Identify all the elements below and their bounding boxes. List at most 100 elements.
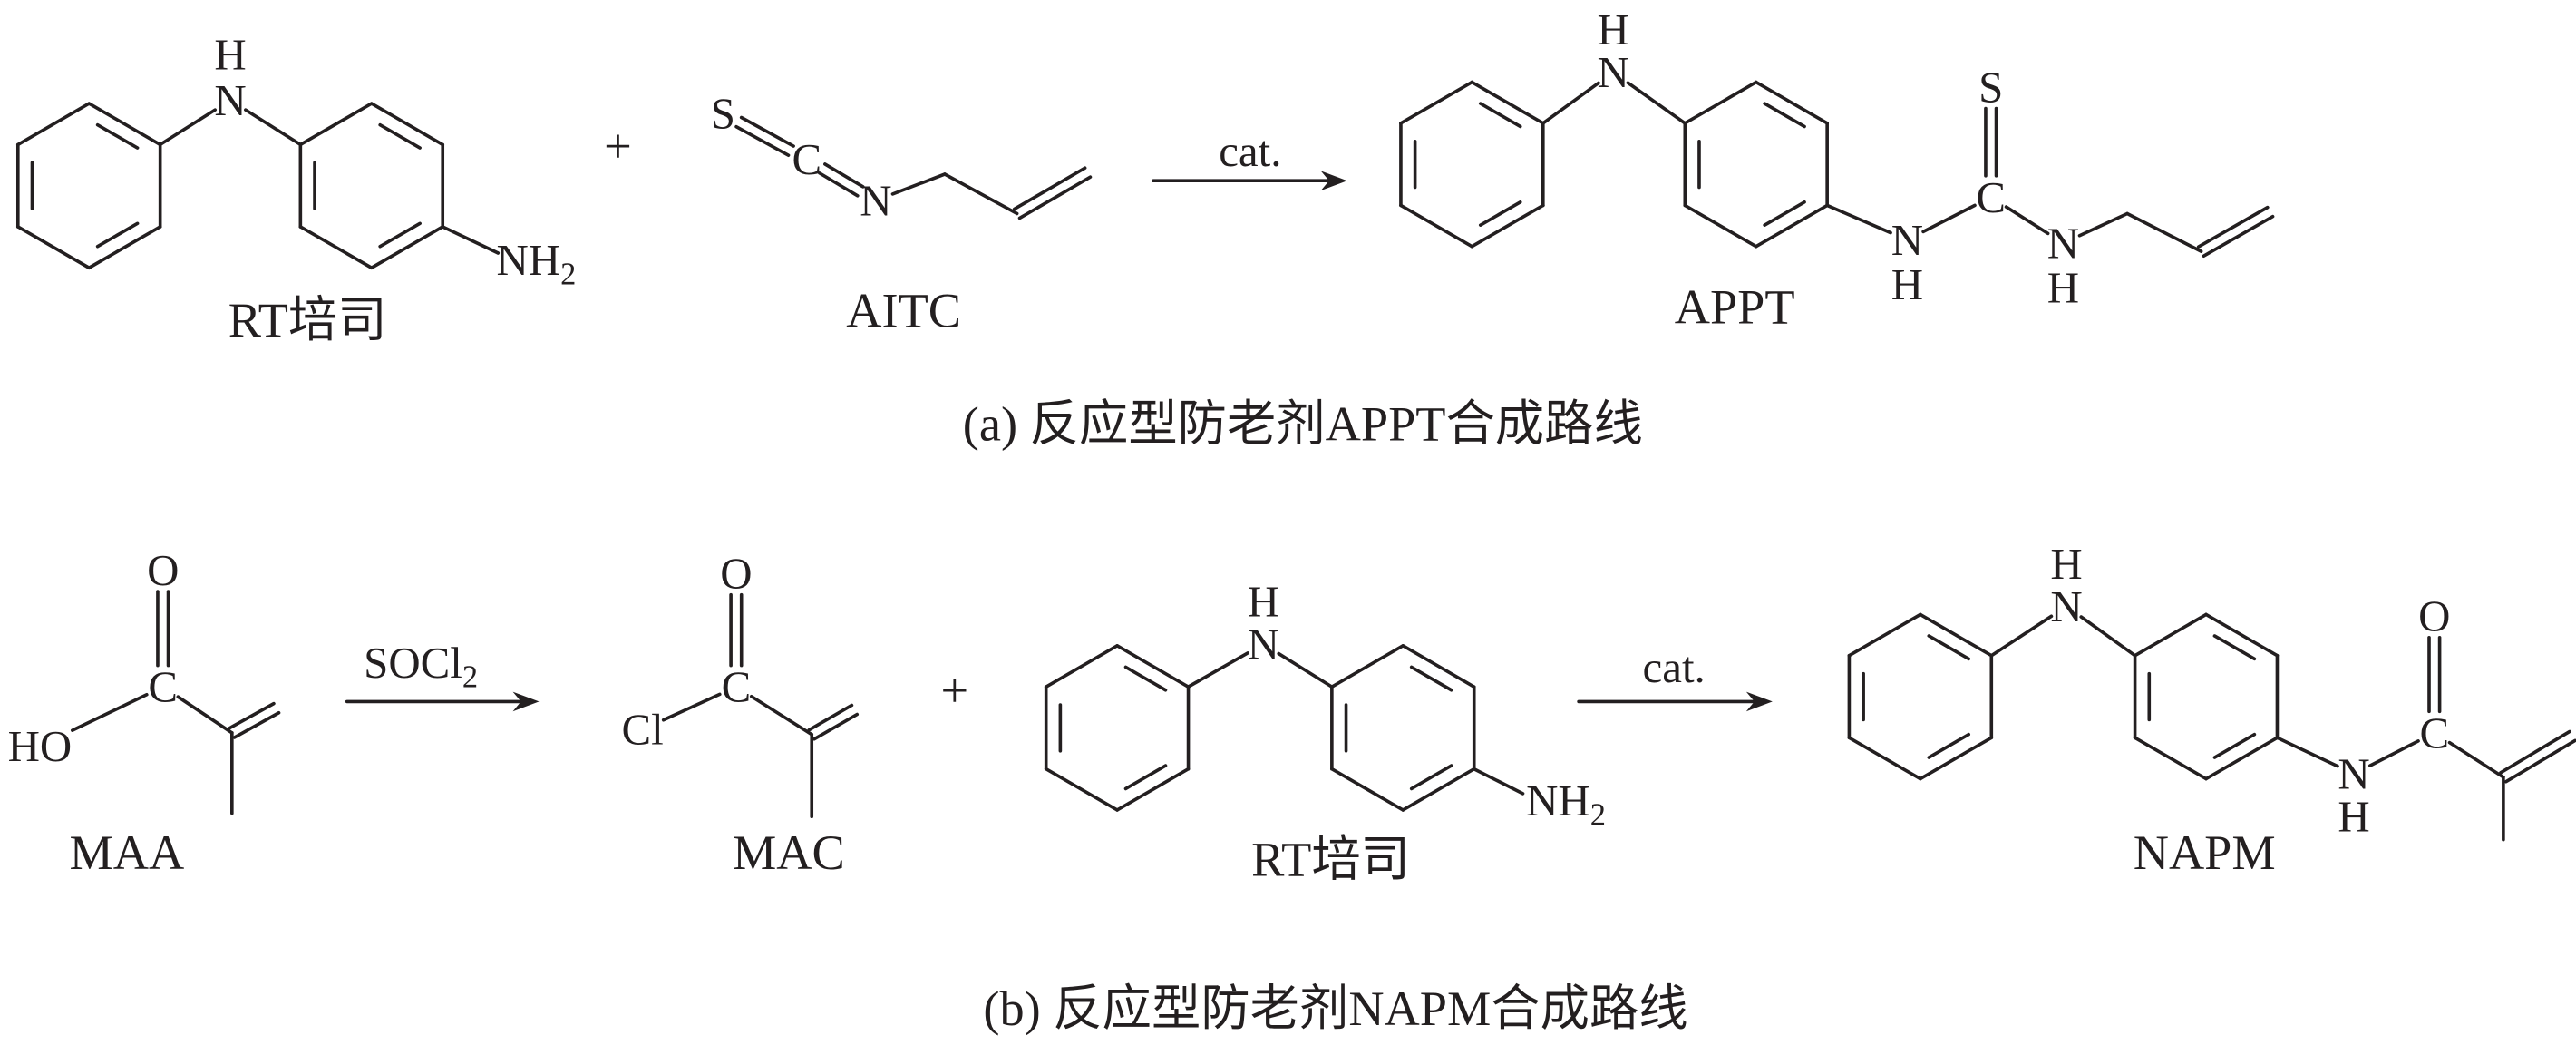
benzene-ring-edge (1401, 644, 1476, 689)
atom-ho: HO (8, 721, 73, 771)
double-bond (739, 115, 795, 148)
benzene-ring-edge (369, 102, 445, 147)
benzene-ring-inner-double-bond (1763, 102, 1806, 129)
nh2-main: NH (1526, 776, 1590, 825)
benzene-ring-edge (15, 102, 92, 147)
single-bond (1825, 203, 1892, 235)
benzene-ring-edge (2204, 612, 2280, 658)
atom-n: N (1597, 47, 1628, 97)
benzene-ring-inner-double-bond (1409, 764, 1453, 791)
aitc-molecule: S C N AITC (711, 88, 961, 337)
atom-n: N (2047, 219, 2079, 269)
arrow-label-socl2: SOCl2 (364, 637, 478, 694)
appt-molecule: H N N H C S N H APPT (1597, 5, 2079, 335)
atom-n: N (2050, 581, 2082, 631)
socl2-main: SOCl (364, 637, 462, 687)
atom-c: C (2419, 708, 2449, 757)
compound-label-rt: RT培司 (228, 293, 387, 347)
benzene-ring-inner-double-bond (2212, 634, 2257, 661)
benzene-ring-edge (2204, 736, 2280, 781)
double-bond (1017, 175, 1093, 220)
single-bond (441, 225, 501, 255)
single-bond (2004, 205, 2050, 236)
atom-n: N (2338, 749, 2369, 799)
benzene-ring-edge (1330, 644, 1405, 689)
nh2-main: NH (496, 235, 560, 285)
benzene-ring-edge (1847, 612, 1922, 658)
atom-h: H (1248, 576, 1279, 626)
reaction-arrow-a-head (1320, 171, 1347, 191)
benzene-ring-edge (1044, 767, 1119, 812)
benzene-ring-edge (1919, 736, 1994, 781)
mac-molecule: O C Cl MAC (622, 549, 845, 880)
benzene-ring-edge (1330, 767, 1405, 812)
benzene-ring-inner-double-bond (1478, 102, 1522, 129)
benzene-ring-edge (1470, 203, 1545, 249)
atom-o: O (720, 549, 752, 599)
compound-label-appt: APPT (1675, 280, 1795, 335)
atom-h: H (1597, 5, 1628, 54)
single-bond (176, 695, 234, 735)
plus-sign: + (940, 663, 968, 718)
single-bond (2079, 615, 2137, 658)
compound-label-aitc: AITC (846, 283, 961, 337)
single-bond (661, 692, 722, 722)
atom-cl: Cl (622, 705, 664, 755)
double-bond (2196, 205, 2270, 249)
benzene-ring-inner-double-bond (1763, 200, 1806, 227)
benzene-ring-edge (87, 102, 162, 147)
single-bond (1626, 81, 1687, 125)
atom-c: C (1976, 172, 2006, 222)
double-bond (1012, 166, 1087, 211)
atom-h: H (1891, 259, 1923, 309)
single-bond (71, 692, 149, 732)
atom-o: O (147, 545, 179, 595)
benzene-ring-inner-double-bond (378, 122, 422, 150)
caption-b: (b) 反应型防老剂NAPM合成路线 (983, 982, 1687, 1036)
single-bond (1472, 767, 1525, 796)
atom-n: N (860, 175, 891, 225)
single-bond (1989, 614, 2054, 658)
double-bond (734, 124, 791, 158)
single-bond (2447, 740, 2505, 779)
atom-c: C (148, 662, 178, 712)
benzene-ring-edge (1683, 80, 1758, 125)
benzene-ring-edge (1754, 80, 1829, 125)
atom-o: O (2418, 591, 2450, 641)
single-bond (2367, 739, 2420, 767)
double-bond (2504, 738, 2576, 784)
single-bond (2125, 211, 2203, 253)
benzene-ring-inner-double-bond (1478, 200, 1522, 227)
benzene-ring-edge (1399, 203, 1474, 249)
reaction-arrow-socl2-head (512, 691, 540, 712)
benzene-ring-edge (2133, 736, 2208, 781)
single-bond (1186, 651, 1249, 689)
rt-molecule-a: H N NH2 RT培司 (214, 29, 576, 347)
benzene-ring-edge (1683, 203, 1758, 249)
benzene-ring-inner-double-bond (95, 221, 140, 249)
atom-h: H (2050, 539, 2082, 589)
single-bond (2077, 211, 2129, 238)
single-bond (1277, 651, 1334, 689)
benzene-ring-edge (1754, 203, 1829, 249)
single-bond (749, 694, 814, 737)
rt-molecule-b: H N NH2 RT培司 (1248, 576, 1606, 886)
single-bond (890, 172, 947, 196)
arrow-label-catalyst: cat. (1643, 642, 1706, 692)
single-bond (244, 108, 303, 147)
nh2-subscript: 2 (1590, 797, 1606, 832)
single-bond (158, 108, 217, 147)
atom-h: H (214, 29, 246, 79)
benzene-ring-edge (1399, 80, 1474, 125)
scheme-a: H N NH2 RT培司 + S C N AITC cat. H N N H C… (214, 5, 2079, 451)
benzene-ring-edge (2133, 612, 2208, 658)
nh2-subscript: 2 (560, 257, 576, 291)
atom-h: H (2047, 262, 2079, 312)
benzene-ring-edge (1847, 736, 1922, 781)
benzene-ring-inner-double-bond (378, 221, 422, 249)
double-bond (2499, 729, 2571, 775)
benzene-ring-edge (1115, 767, 1191, 812)
atom-c: C (792, 134, 821, 184)
